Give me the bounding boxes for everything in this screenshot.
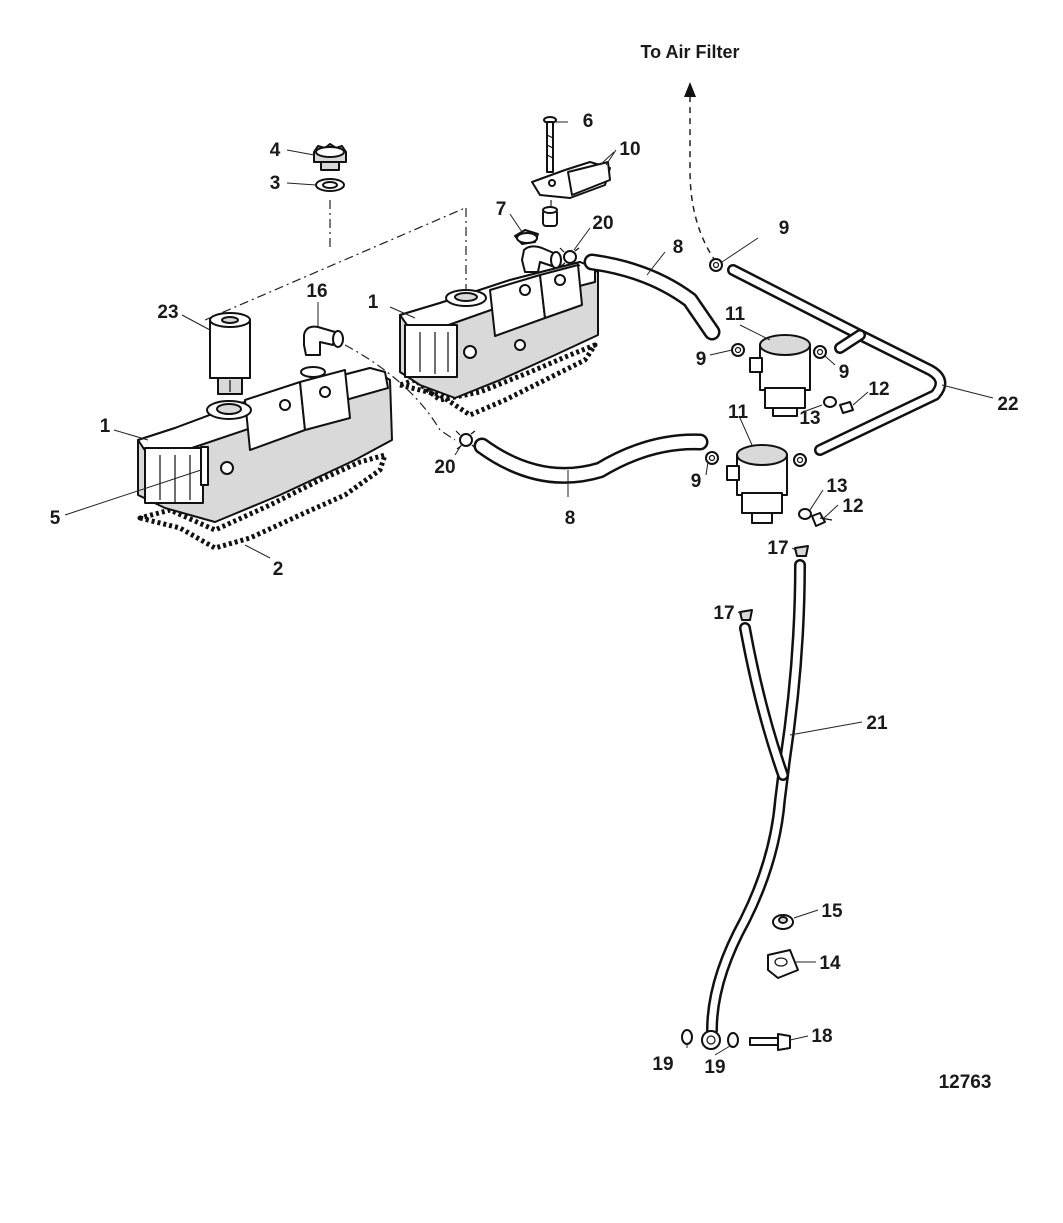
banjo-fitting	[701, 1030, 721, 1050]
right-valve-cover	[397, 261, 599, 418]
callout-1-left: 1	[100, 416, 111, 437]
air-filter-label: To Air Filter	[641, 42, 740, 62]
callout-1-right: 1	[368, 292, 379, 313]
callout-2: 2	[273, 559, 284, 580]
callout-21: 21	[866, 713, 888, 734]
callout-13-lower: 13	[826, 476, 847, 497]
callout-23: 23	[157, 302, 178, 323]
callout-12-lower: 12	[842, 496, 863, 517]
callout-22: 22	[997, 394, 1018, 415]
vent-cap	[514, 229, 539, 245]
breather-hose-lower	[473, 433, 709, 484]
callout-8-upper: 8	[673, 237, 684, 258]
oil-separator-lower	[726, 444, 788, 524]
callout-16: 16	[306, 281, 327, 302]
screw-12-lower	[811, 512, 833, 527]
sealing-washer-left	[681, 1029, 693, 1045]
callout-20-upper: 20	[592, 213, 613, 234]
oil-separator-upper	[749, 334, 811, 417]
clamp-9-lower	[705, 451, 719, 465]
callout-9-right-upper: 9	[839, 362, 850, 383]
callout-17-right: 17	[767, 538, 788, 559]
grommet	[772, 914, 794, 930]
callout-9-left-upper: 9	[696, 349, 707, 370]
oil-filler-cap	[313, 143, 347, 171]
hose-clamp-lower	[455, 430, 477, 450]
hose-clip	[767, 949, 799, 979]
pcv-elbow	[521, 245, 562, 273]
callout-6: 6	[583, 111, 594, 132]
elbow-fitting	[300, 325, 344, 378]
washer-13-lower	[798, 508, 812, 520]
clamp-9-right-upper	[813, 345, 827, 359]
callout-7: 7	[496, 199, 507, 220]
callout-18: 18	[811, 1026, 832, 1047]
oil-cap-seal	[315, 178, 345, 192]
y-drain-hose	[706, 559, 806, 1036]
callout-19-right: 19	[704, 1057, 725, 1078]
bracket-spacer	[542, 206, 558, 227]
mounting-bolt	[543, 116, 557, 173]
callout-12-upper: 12	[868, 379, 889, 400]
callout-13-upper: 13	[799, 408, 820, 429]
fitting-17-left	[739, 609, 753, 621]
callout-15: 15	[821, 901, 843, 922]
air-filter-tube	[727, 264, 947, 456]
figure-number: 12763	[939, 1072, 992, 1093]
breather-hose-upper	[583, 253, 721, 341]
left-gasket	[137, 452, 388, 551]
callout-5: 5	[50, 508, 61, 529]
hose-clamp-upper	[559, 247, 581, 267]
callout-17-left: 17	[713, 603, 734, 624]
clamp-lower-right	[793, 453, 807, 467]
callout-19-left: 19	[652, 1054, 673, 1075]
clamp-9-left-upper	[731, 343, 745, 357]
left-valve-cover	[137, 367, 393, 551]
callout-9-top: 9	[779, 218, 790, 239]
leader-lines	[64, 121, 994, 1056]
alignment-line-cross	[204, 207, 466, 321]
washer-13-upper	[823, 396, 837, 408]
screw-12-upper	[839, 401, 854, 414]
callout-9-lower: 9	[691, 471, 702, 492]
sealing-washer-right	[727, 1032, 739, 1048]
callout-4: 4	[270, 140, 281, 161]
air-filter-arrowhead	[684, 82, 696, 97]
air-filter-route-line	[689, 95, 717, 263]
mounting-bracket	[531, 161, 611, 199]
callout-10: 10	[619, 139, 640, 160]
fitting-17-right	[794, 545, 809, 557]
callout-3: 3	[270, 173, 281, 194]
callouts: 4 3 6 10 7 20 8 9 16 23 1 1 5 2 20 8 11 …	[50, 111, 1019, 1078]
callout-8-lower: 8	[565, 508, 576, 529]
banjo-bolt	[749, 1033, 791, 1051]
callout-20-lower: 20	[434, 457, 455, 478]
breather-filter	[209, 312, 251, 395]
callout-14: 14	[819, 953, 841, 974]
callout-11-lower: 11	[728, 402, 749, 423]
right-gasket	[397, 342, 598, 418]
clamp-9-top	[709, 258, 723, 272]
callout-11-upper: 11	[725, 304, 746, 325]
